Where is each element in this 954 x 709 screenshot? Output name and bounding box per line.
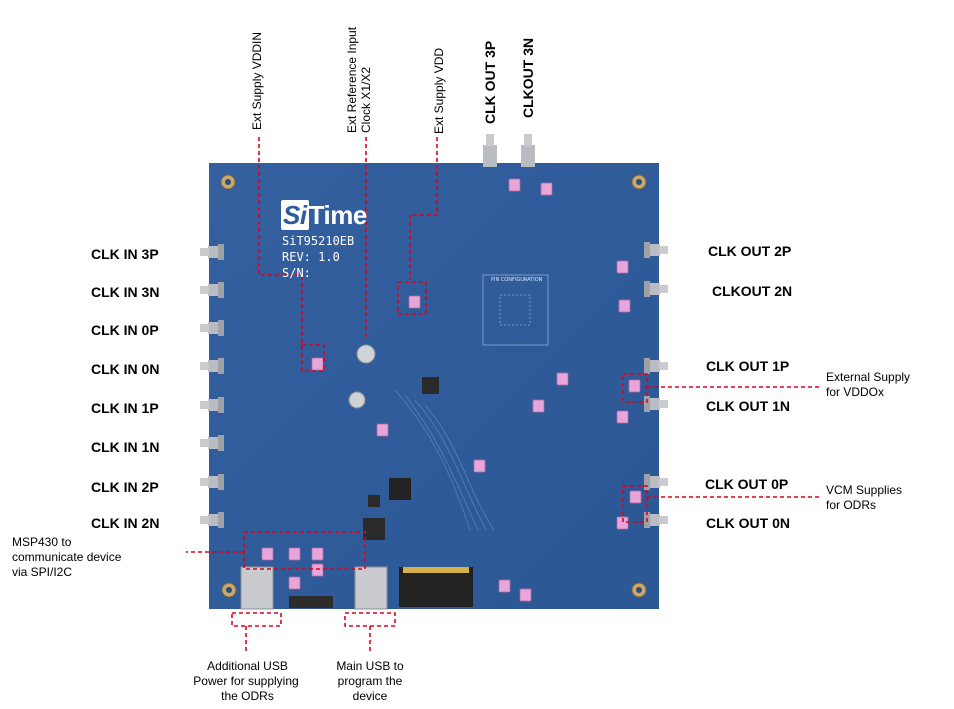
usb-additional-note-line3: the ODRs — [221, 689, 274, 703]
clk-in-2n-label: CLK IN 2N — [91, 515, 160, 531]
usb-main-note-line1: Main USB to — [336, 659, 404, 673]
logo-time: Time — [308, 200, 368, 230]
usb-main-note-line2: program the — [337, 674, 403, 688]
clk-out-3n-label: CLKOUT 3N — [520, 37, 536, 118]
vcm-note-line1: VCM Supplies — [826, 483, 903, 497]
clk-out-3p-label: CLK OUT 3P — [482, 40, 498, 124]
sitime-logo: SiTime — [281, 200, 367, 231]
clk-out-1p-label: CLK OUT 1P — [706, 358, 790, 374]
clk-in-2p-label: CLK IN 2P — [91, 479, 159, 495]
usb-main-note-line3: device — [352, 689, 388, 703]
board-model: SiT95210EB — [282, 234, 355, 248]
msp430-note-line3: via SPI/I2C — [12, 565, 73, 579]
main-ic — [422, 377, 439, 394]
board-sn: S/N: — [282, 266, 311, 280]
logo-si: Si — [281, 200, 309, 230]
ext-ref-clock-label: Ext Reference Input Clock X1/X2 — [345, 26, 373, 133]
clk-in-0n-label: CLK IN 0N — [91, 361, 160, 377]
top-sma-connectors — [483, 134, 535, 167]
clk-in-3n-label: CLK IN 3N — [91, 284, 160, 300]
msp430-note-line1: MSP430 to — [12, 535, 72, 549]
clk-out-2p-label: CLK OUT 2P — [708, 243, 792, 259]
clk-out-0p-label: CLK OUT 0P — [705, 476, 789, 492]
usb-additional-note-line1: Additional USB — [207, 659, 288, 673]
clk-in-1p-label: CLK IN 1P — [91, 400, 159, 416]
board-rev: REV: 1.0 — [282, 250, 340, 264]
vddox-note-line2: for VDDOx — [826, 385, 885, 399]
clk-in-1n-label: CLK IN 1N — [91, 439, 160, 455]
clk-out-1n-label: CLK OUT 1N — [706, 398, 790, 414]
vddox-note-line1: External Supply — [826, 370, 911, 384]
clk-out-2n-label: CLKOUT 2N — [712, 283, 793, 299]
pin-config-label: PIN CONFIGURATION — [491, 277, 543, 283]
usb-port-additional — [240, 566, 274, 610]
ext-supply-vddin-label: Ext Supply VDDIN — [250, 31, 264, 130]
clk-in-0p-label: CLK IN 0P — [91, 322, 159, 338]
usb-port-main — [354, 566, 388, 610]
vcm-note-line2: for ODRs — [826, 498, 877, 512]
msp430-chip — [363, 518, 385, 540]
msp430-note-line2: communicate device — [12, 550, 122, 564]
clk-in-3p-label: CLK IN 3P — [91, 246, 159, 262]
usb-additional-note-line2: Power for supplying — [193, 674, 299, 688]
ext-supply-vdd-label: Ext Supply VDD — [432, 47, 446, 134]
clk-out-0n-label: CLK OUT 0N — [706, 515, 790, 531]
